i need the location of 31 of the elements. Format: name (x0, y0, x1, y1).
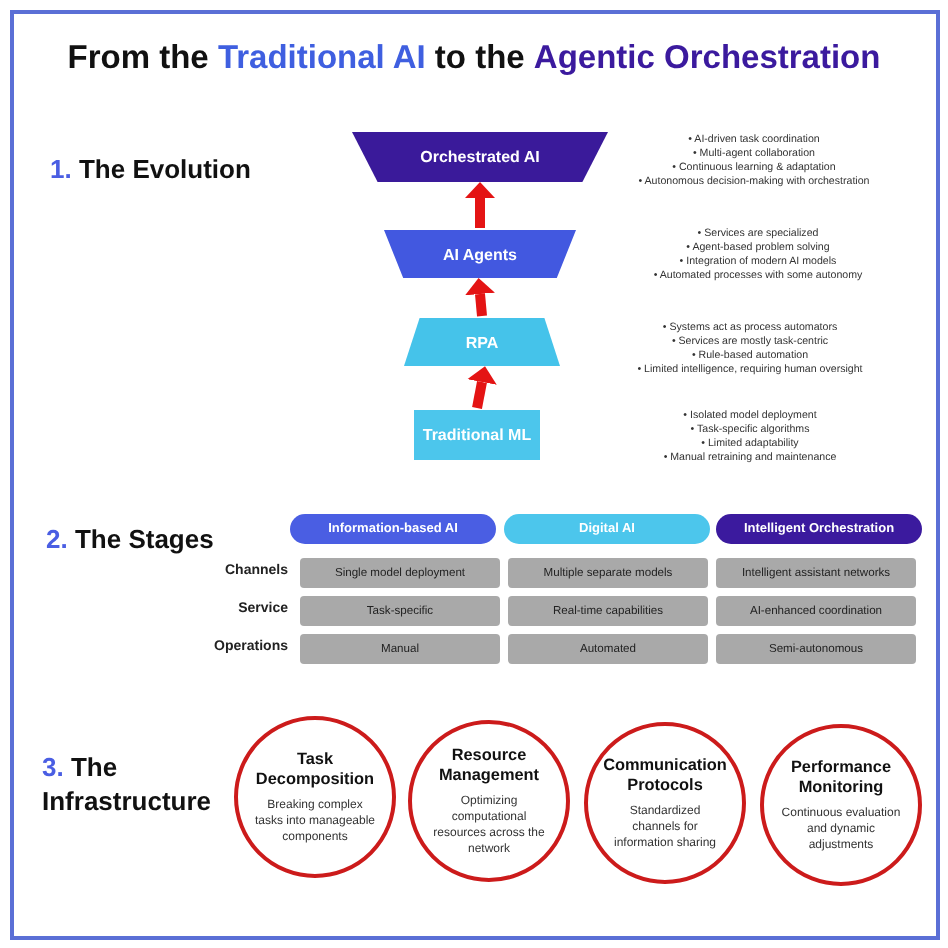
title: From the Traditional AI to the Agentic Orchestration (65, 40, 883, 78)
stage-pill (290, 514, 496, 544)
trapezoid-shape (384, 230, 576, 278)
section-heading: 1. The Evolution (50, 152, 253, 186)
table-cell (508, 558, 708, 588)
trapezoid-shape (352, 132, 608, 182)
node-heading: Task Decomposition (254, 749, 376, 789)
stage-pill (504, 514, 710, 544)
stage-pill (716, 514, 922, 544)
table-cell (716, 558, 916, 588)
arrow (465, 278, 495, 317)
trapezoid-shape (404, 318, 560, 366)
table-cell (300, 634, 500, 664)
table-cell (300, 558, 500, 588)
node-label: AI Agents (442, 245, 518, 263)
table-cell (300, 596, 500, 626)
node-heading: Performance Monitoring (788, 757, 894, 797)
arrow (467, 366, 497, 409)
table-cell (508, 634, 708, 664)
node-heading: Communication Protocols (603, 755, 727, 795)
process-box (414, 410, 540, 460)
section-heading: 3. The Infrastructure (42, 750, 214, 818)
section-heading: 2. The Stages (46, 522, 216, 556)
node-label: Traditional ML (422, 426, 532, 444)
table-cell (716, 634, 916, 664)
arrow (465, 182, 495, 228)
node-label: Orchestrated AI (420, 148, 540, 166)
table-cell (716, 596, 916, 626)
node-label: RPA (465, 333, 499, 351)
table-cell (508, 596, 708, 626)
node-heading: Resource Management (436, 745, 542, 785)
